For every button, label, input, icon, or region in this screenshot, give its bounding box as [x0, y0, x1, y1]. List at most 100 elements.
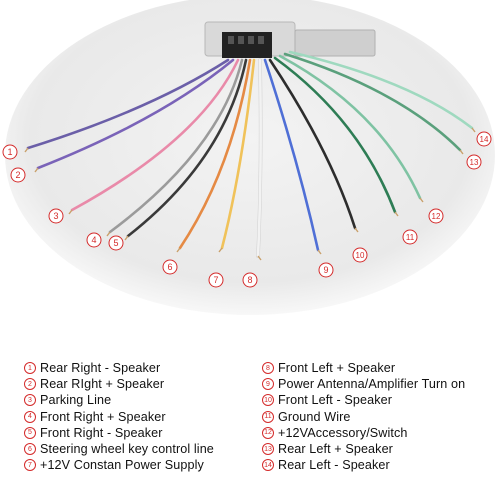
legend-item: 13 Rear Left + Speaker — [262, 441, 465, 457]
legend-item: 6 Steering wheel key control line — [24, 441, 214, 457]
wire-tip-12 — [419, 197, 424, 203]
legend-label: Front Right + Speaker — [40, 409, 166, 424]
wire-number-badge-10: 10 — [352, 247, 368, 263]
wire-number-badge-11: 11 — [402, 229, 418, 245]
legend-item: 1 Rear Right - Speaker — [24, 360, 214, 376]
legend-label: Front Left + Speaker — [278, 361, 396, 376]
wire-9 — [263, 58, 320, 252]
legend-label: +12V Constan Power Supply — [40, 458, 204, 473]
wire-number-text: 8 — [247, 275, 252, 285]
wire-8 — [256, 58, 262, 258]
legend-item: 3 Parking Line — [24, 392, 214, 408]
wire-tip-2 — [34, 167, 39, 173]
wire-number-badge-3: 3 — [48, 208, 64, 224]
wire-tip-7 — [218, 247, 223, 253]
number-badge: 1 — [24, 362, 36, 375]
wire-number-text: 10 — [356, 251, 365, 260]
legend-label: Front Right - Speaker — [40, 425, 163, 440]
wire-tip-4 — [106, 231, 111, 237]
legend-label: Front Left - Speaker — [278, 393, 392, 408]
wire-10 — [268, 58, 357, 230]
legend-label: Ground Wire — [278, 409, 351, 424]
legend-item: 10 Front Left - Speaker — [262, 392, 465, 408]
wire-number-badge-6: 6 — [162, 259, 178, 275]
wire-tip-3 — [68, 209, 73, 215]
legend-label: Rear Right - Speaker — [40, 361, 161, 376]
legend-label: Steering wheel key control line — [40, 442, 214, 457]
wire-2 — [36, 58, 235, 170]
wire-number-badge-2: 2 — [10, 167, 26, 183]
legend-item: 7 +12V Constan Power Supply — [24, 457, 214, 473]
wire-number-text: 13 — [470, 158, 479, 167]
wire-number-text: 11 — [406, 233, 415, 242]
wire-number-text: 7 — [213, 275, 218, 285]
wire-1 — [26, 58, 230, 150]
legend-item: 14 Rear Left - Speaker — [262, 457, 465, 473]
wire-number-badge-4: 4 — [86, 232, 102, 248]
wire-number-badge-9: 9 — [318, 262, 334, 278]
legend-item: 2 Rear RIght + Speaker — [24, 376, 214, 392]
legend-item: 4 Front Right + Speaker — [24, 409, 214, 425]
legend-item: 5 Front Right - Speaker — [24, 425, 214, 441]
legend-label: Rear RIght + Speaker — [40, 377, 165, 392]
wire-tip-11 — [394, 211, 399, 217]
wire-tip-10 — [354, 227, 359, 233]
number-badge: 14 — [262, 459, 274, 472]
wire-number-badge-13: 13 — [466, 154, 482, 170]
wire-tip-5 — [124, 235, 129, 241]
legend-label: Parking Line — [40, 393, 112, 408]
number-badge: 11 — [262, 410, 274, 423]
number-badge: 13 — [262, 443, 274, 456]
legend-label: +12VAccessory/Switch — [278, 425, 408, 440]
number-badge: 9 — [262, 378, 274, 391]
wire-legend: 1 Rear Right - Speaker 2 Rear RIght + Spea… — [0, 360, 500, 490]
wire-tip-14 — [471, 127, 476, 133]
number-badge: 3 — [24, 394, 36, 407]
number-badge: 7 — [24, 459, 36, 472]
wire-12 — [278, 54, 422, 200]
legend-item: 9 Power Antenna/Amplifier Turn on — [262, 376, 465, 392]
wire-number-badge-7: 7 — [208, 272, 224, 288]
wire-number-text: 14 — [480, 135, 489, 144]
head-unit-connector — [204, 21, 376, 58]
wire-number-badge-8: 8 — [242, 272, 258, 288]
wire-11 — [273, 56, 397, 214]
wire-number-badge-12: 12 — [428, 208, 444, 224]
wire-number-text: 1 — [7, 147, 12, 157]
number-badge: 4 — [24, 410, 36, 423]
number-badge: 12 — [262, 426, 274, 439]
wire-tip-13 — [459, 149, 464, 155]
legend-item: 12 +12VAccessory/Switch — [262, 425, 465, 441]
wire-number-text: 5 — [113, 238, 118, 248]
wire-number-text: 9 — [323, 265, 328, 275]
wire-tip-6 — [176, 247, 181, 253]
wire-number-text: 4 — [91, 235, 96, 245]
wire-number-text: 12 — [432, 212, 441, 221]
wire-tip-1 — [24, 147, 29, 153]
number-badge: 5 — [24, 426, 36, 439]
wire-14 — [288, 50, 474, 130]
legend-label: Rear Left - Speaker — [278, 458, 390, 473]
legend-left-column: 1 Rear Right - Speaker 2 Rear RIght + Spea… — [24, 360, 214, 473]
legend-item: 11 Ground Wire — [262, 409, 465, 425]
wire-3 — [70, 58, 240, 212]
wire-number-badge-14: 14 — [476, 131, 492, 147]
legend-label: Power Antenna/Amplifier Turn on — [278, 377, 466, 392]
wire-13 — [283, 52, 462, 152]
number-badge: 6 — [24, 443, 36, 456]
number-badge: 10 — [262, 394, 274, 407]
wire-5 — [126, 58, 248, 238]
wire-number-text: 2 — [15, 170, 20, 180]
legend-label: Rear Left + Speaker — [278, 442, 393, 457]
wire-number-badge-5: 5 — [108, 235, 124, 251]
wire-6 — [178, 58, 252, 250]
wire-number-badge-1: 1 — [2, 144, 18, 160]
wire-7 — [220, 58, 256, 250]
number-badge: 2 — [24, 378, 36, 391]
wire-tip-9 — [317, 249, 322, 255]
wire-4 — [108, 58, 244, 234]
wire-number-text: 3 — [53, 211, 58, 221]
